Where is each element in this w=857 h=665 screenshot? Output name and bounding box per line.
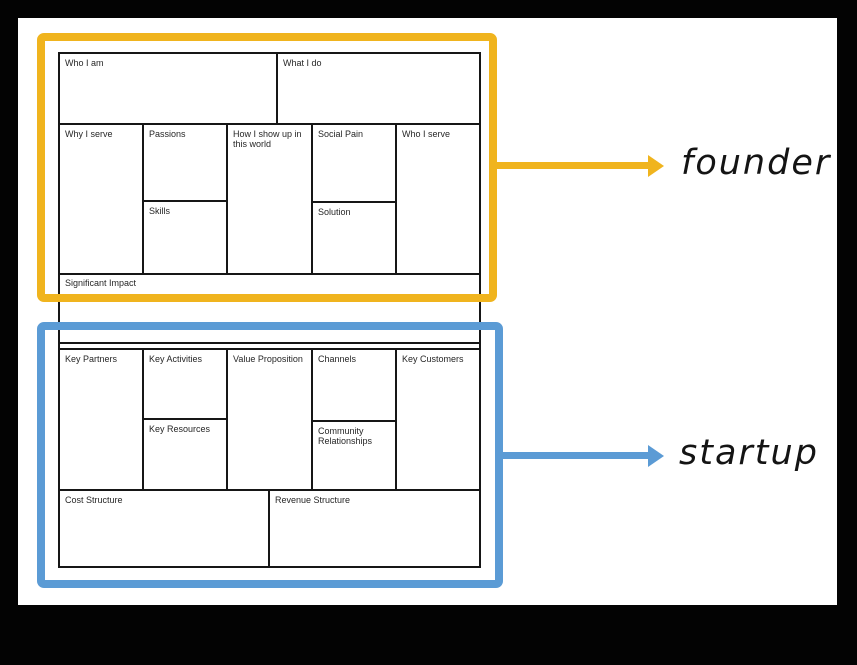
cell-solution: Solution xyxy=(313,203,395,273)
cell-who-i-am: Who I am xyxy=(60,54,276,123)
cell-label: Value Proposition xyxy=(233,354,303,364)
cell-label: Why I serve xyxy=(65,129,113,139)
cell-why-i-serve: Why I serve xyxy=(60,125,142,273)
founder-annotation: founder xyxy=(681,143,832,183)
startup-highlight-frame xyxy=(37,322,503,588)
cell-label: Key Activities xyxy=(149,354,203,364)
founder-canvas-grid: Who I am What I do Why I serve Passions … xyxy=(58,52,481,298)
founder-highlight-frame xyxy=(37,33,497,302)
cell-label: Revenue Structure xyxy=(275,495,351,505)
cell-social-pain: Social Pain xyxy=(313,125,395,201)
cell-who-i-serve: Who I serve xyxy=(397,125,479,273)
cell-channels: Channels xyxy=(313,350,395,420)
cell-label: Key Resources xyxy=(149,424,211,434)
cell-label: What I do xyxy=(283,58,322,68)
cell-label: Cost Structure xyxy=(65,495,123,505)
paper-background: Who I am What I do Why I serve Passions … xyxy=(18,18,837,605)
cell-skills: Skills xyxy=(144,202,226,273)
cell-label: Who I serve xyxy=(402,129,451,139)
startup-arrow-head-icon xyxy=(648,445,664,467)
cell-label: Skills xyxy=(149,206,171,216)
cell-value-proposition: Value Proposition xyxy=(228,350,311,489)
cell-label: Significant Impact xyxy=(65,278,137,288)
cell-key-resources: Key Resources xyxy=(144,420,226,489)
cell-passions: Passions xyxy=(144,125,226,200)
cell-label: Community Relationships xyxy=(318,426,373,446)
cell-empty-strip xyxy=(60,344,479,348)
startup-arrow xyxy=(503,452,648,459)
cell-key-customers: Key Customers xyxy=(397,350,479,489)
cell-label: Solution xyxy=(318,207,351,217)
founder-arrow xyxy=(497,162,648,169)
cell-key-activities: Key Activities xyxy=(144,350,226,418)
cell-label: Social Pain xyxy=(318,129,364,139)
cell-revenue-structure: Revenue Structure xyxy=(270,491,479,566)
cell-label: Key Customers xyxy=(402,354,464,364)
cell-community-relationships: Community Relationships xyxy=(313,422,395,489)
cell-key-partners: Key Partners xyxy=(60,350,142,489)
cell-cost-structure: Cost Structure xyxy=(60,491,268,566)
cell-significant-impact: Significant Impact xyxy=(60,275,479,296)
canvas-connector-strip xyxy=(58,298,481,342)
cell-label: Channels xyxy=(318,354,357,364)
cell-label: How I show up in this world xyxy=(233,129,302,149)
cell-what-i-do: What I do xyxy=(278,54,479,123)
cell-label: Who I am xyxy=(65,58,104,68)
cell-label: Key Partners xyxy=(65,354,118,364)
startup-annotation: startup xyxy=(679,433,819,473)
founder-arrow-head-icon xyxy=(648,155,664,177)
startup-canvas-grid: Key Partners Key Activities Key Resource… xyxy=(58,342,481,568)
cell-how-i-show-up: How I show up in this world xyxy=(228,125,311,273)
cell-label: Passions xyxy=(149,129,186,139)
